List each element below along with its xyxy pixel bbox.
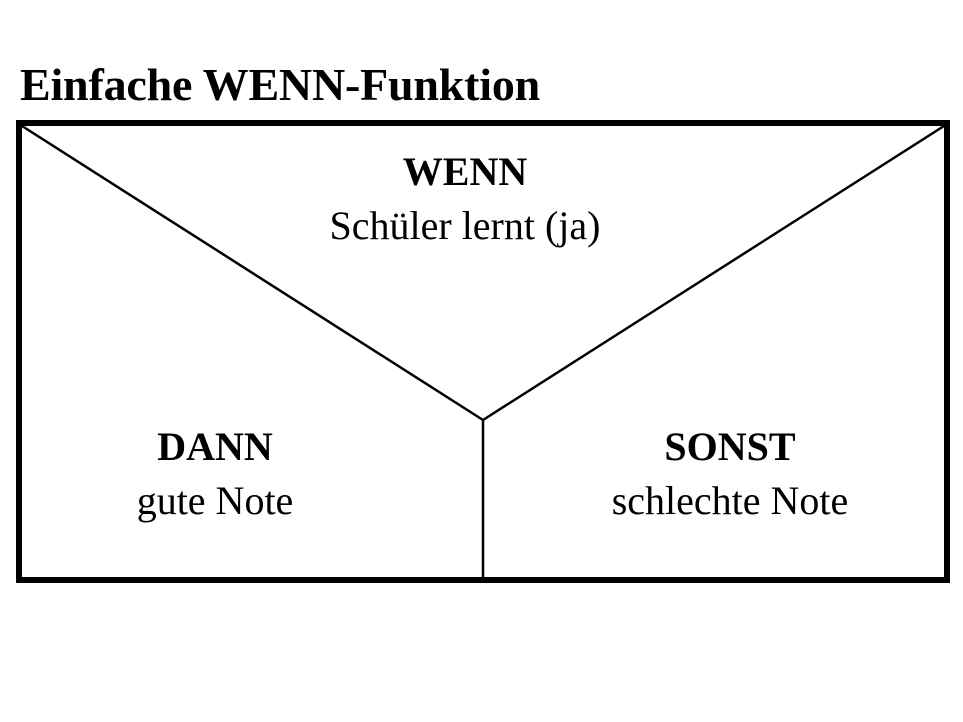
else-keyword: SONST: [664, 424, 796, 469]
page-title: Einfache WENN-Funktion: [20, 59, 541, 110]
then-text: gute Note: [136, 478, 294, 523]
else-block: SONST schlechte Note: [530, 420, 930, 528]
then-keyword: DANN: [157, 424, 273, 469]
left-diagonal: [21, 124, 484, 422]
else-text: schlechte Note: [611, 478, 849, 523]
condition-keyword: WENN: [402, 149, 528, 194]
condition-block: WENN Schüler lernt (ja): [265, 145, 665, 253]
then-block: DANN gute Note: [65, 420, 365, 528]
right-diagonal: [482, 124, 945, 422]
diagram-frame: [16, 120, 950, 583]
condition-text: Schüler lernt (ja): [329, 203, 601, 248]
